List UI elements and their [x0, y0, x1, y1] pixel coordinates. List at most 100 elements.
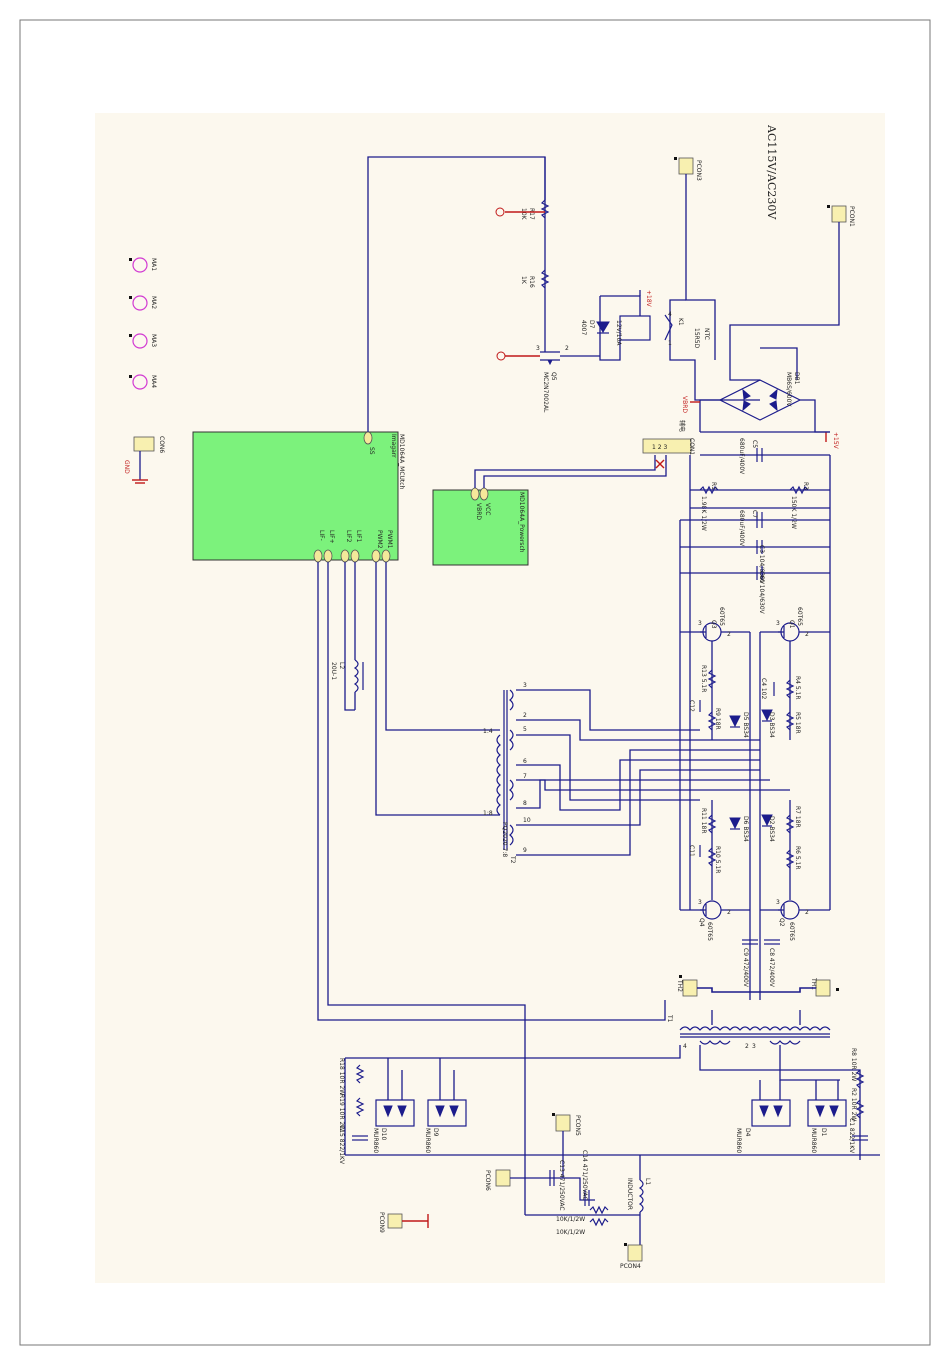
aux-supply: 1 2 3 CON1 辅电 C5 680uF/400V [642, 420, 830, 475]
svg-text:Q5: Q5 [550, 372, 557, 381]
svg-text:PCON5: PCON5 [574, 1115, 581, 1136]
svg-text:MC2N7002AL: MC2N7002AL [542, 372, 549, 413]
svg-text:2: 2 [727, 631, 731, 638]
gate-network-lower: R11 18R D6 BS34 R10 5.1R C11 D2 BS34 R7 … [688, 800, 801, 900]
svg-text:MB6S/600V: MB6S/600V [785, 372, 792, 407]
svg-text:PQ2020 7:8: PQ2020 7:8 [501, 822, 508, 857]
gate-network-upper: R13 5.1R R9 18R D5 BS34 C12 R4 5.1R R5 1… [688, 665, 801, 738]
output-rectifiers-left: D10 MUR860 D9 MUR860 R18 10R 2W R19 10R … [338, 1045, 880, 1165]
connector-pcon1 [831, 205, 847, 223]
transformer-t2: 1:4 1:8 PQ2020 7:8 T2 3 2 5 6 7 8 10 9 [483, 682, 531, 864]
svg-text:SS: SS [368, 447, 375, 455]
svg-text:NTC: NTC [703, 328, 710, 340]
svg-text:R2 10R 2W: R2 10R 2W [850, 1088, 857, 1121]
svg-text:L2: L2 [338, 662, 345, 669]
svg-text:DB1: DB1 [793, 372, 800, 385]
svg-text:R5 18R: R5 18R [794, 712, 801, 734]
svg-text:4007: 4007 [580, 320, 587, 335]
svg-text:20U-1: 20U-1 [330, 662, 337, 680]
connector-pcon9 [387, 1213, 403, 1229]
svg-text:1.98K 1/2W: 1.98K 1/2W [700, 496, 707, 531]
svg-text:680uF/400V: 680uF/400V [738, 438, 745, 475]
svg-text:GND: GND [123, 460, 130, 474]
svg-text:R7 18R: R7 18R [794, 806, 801, 828]
svg-text:6: 6 [523, 758, 527, 765]
svg-text:Imagarr: Imagarr [390, 434, 397, 458]
svg-text:10K/1/2W: 10K/1/2W [556, 1229, 585, 1236]
svg-text:Q4: Q4 [698, 918, 705, 927]
svg-text:5: 5 [523, 726, 527, 733]
svg-text:C60 104/630V: C60 104/630V [758, 571, 765, 615]
svg-text:3: 3 [523, 682, 527, 689]
inductor-l2: L2 20U-1 [330, 620, 364, 710]
svg-text:MD1064A_MCUtch: MD1064A_MCUtch [398, 434, 405, 490]
svg-text:C9 472/400V: C9 472/400V [742, 948, 749, 988]
svg-text:D2 BS34: D2 BS34 [768, 816, 775, 842]
svg-text:MUR860: MUR860 [735, 1128, 742, 1153]
svg-text:INDUCTOR: INDUCTOR [626, 1178, 633, 1210]
svg-text:MUR860: MUR860 [810, 1128, 817, 1153]
svg-text:D4: D4 [744, 1128, 751, 1137]
svg-text:R8 10R 2W: R8 10R 2W [850, 1048, 857, 1081]
svg-text:C4 102: C4 102 [760, 678, 767, 700]
svg-text:1:4: 1:4 [483, 728, 493, 735]
svg-text:R18 10R 2W: R18 10R 2W [338, 1058, 345, 1095]
svg-text:1 2 3: 1 2 3 [652, 444, 667, 451]
mcu-module: MD1064A_MCUtch Imagarr SS LIF- LIF+ LIF2… [192, 431, 405, 563]
svg-text:LIF1: LIF1 [355, 530, 362, 543]
svg-text:D10: D10 [380, 1128, 387, 1140]
svg-text:4: 4 [683, 1043, 687, 1050]
svg-text:R1: R1 [710, 482, 717, 490]
mounting-label: MA1 [150, 258, 157, 271]
mounting-hole [132, 295, 148, 311]
connector-pcon4 [627, 1244, 643, 1262]
bulk-capacitors: R1 1.98K 1/2W R3 150K 1/2W C7 680uF/400V… [679, 455, 831, 910]
connector-pcon6 [495, 1169, 511, 1187]
svg-text:C5: C5 [751, 440, 758, 448]
schematic-title: AC115V/AC230V [765, 124, 778, 220]
svg-text:2: 2 [523, 712, 527, 719]
svg-text:D9: D9 [432, 1128, 439, 1137]
svg-text:Q1: Q1 [788, 620, 795, 629]
svg-text:4: 4 [668, 311, 672, 318]
svg-text:R11 18R: R11 18R [700, 808, 707, 834]
svg-text:C7: C7 [751, 510, 758, 518]
mounting-hole [132, 257, 148, 273]
svg-text:150K 1/2W: 150K 1/2W [790, 496, 797, 529]
svg-text:D5 BS34: D5 BS34 [742, 712, 749, 738]
svg-text:VBRD: VBRD [475, 503, 482, 520]
svg-text:D6 BS34: D6 BS34 [742, 816, 749, 842]
svg-text:2: 2 [745, 1043, 749, 1050]
svg-text:PCON6: PCON6 [484, 1170, 491, 1191]
pin-markers [129, 157, 839, 1246]
svg-text:C12: C12 [688, 700, 695, 712]
svg-text:3: 3 [776, 899, 780, 906]
svg-text:MD1064A_Powersch: MD1064A_Powersch [518, 492, 525, 553]
emi-filter: PCON5 PCON6 C13 471/250VAC C14 471/250VA… [378, 1114, 651, 1270]
svg-text:R9 18R: R9 18R [714, 708, 721, 730]
svg-text:L1: L1 [644, 1178, 651, 1185]
svg-text:1:8: 1:8 [483, 810, 493, 817]
svg-text:D1: D1 [820, 1128, 827, 1137]
relay-driver: R17 10K R16 1K 3 2 Q5 MC2N7002AL [495, 157, 600, 413]
svg-text:+15V: +15V [832, 432, 839, 450]
svg-text:R3: R3 [802, 482, 809, 490]
relay-k1: D7 4007 12V/10A +18V 4 1 K1 NTC 15R5D [580, 290, 710, 361]
svg-text:+18V: +18V [645, 290, 652, 308]
svg-text:2: 2 [805, 631, 809, 638]
svg-text:C1 822/1KV: C1 822/1KV [848, 1118, 855, 1154]
svg-text:PWM2: PWM2 [376, 530, 383, 549]
svg-text:1K: 1K [520, 276, 527, 285]
gate-drive-wires [516, 689, 790, 856]
svg-text:8: 8 [523, 800, 527, 807]
mounting-label: MA3 [150, 334, 157, 347]
igbt-bottom: 3 2 Q4 60T65 3 2 Q2 60T65 [680, 632, 830, 1000]
svg-text:辅电: 辅电 [678, 420, 686, 432]
svg-text:PWM1: PWM1 [386, 530, 393, 549]
svg-text:2: 2 [727, 909, 731, 916]
igbt-top: 3 2 Q3 60T65 3 2 Q1 60T65 [680, 607, 830, 740]
mounting-label: MA4 [150, 375, 157, 388]
mounting-label: MA2 [150, 296, 157, 309]
svg-text:7: 7 [523, 773, 527, 780]
